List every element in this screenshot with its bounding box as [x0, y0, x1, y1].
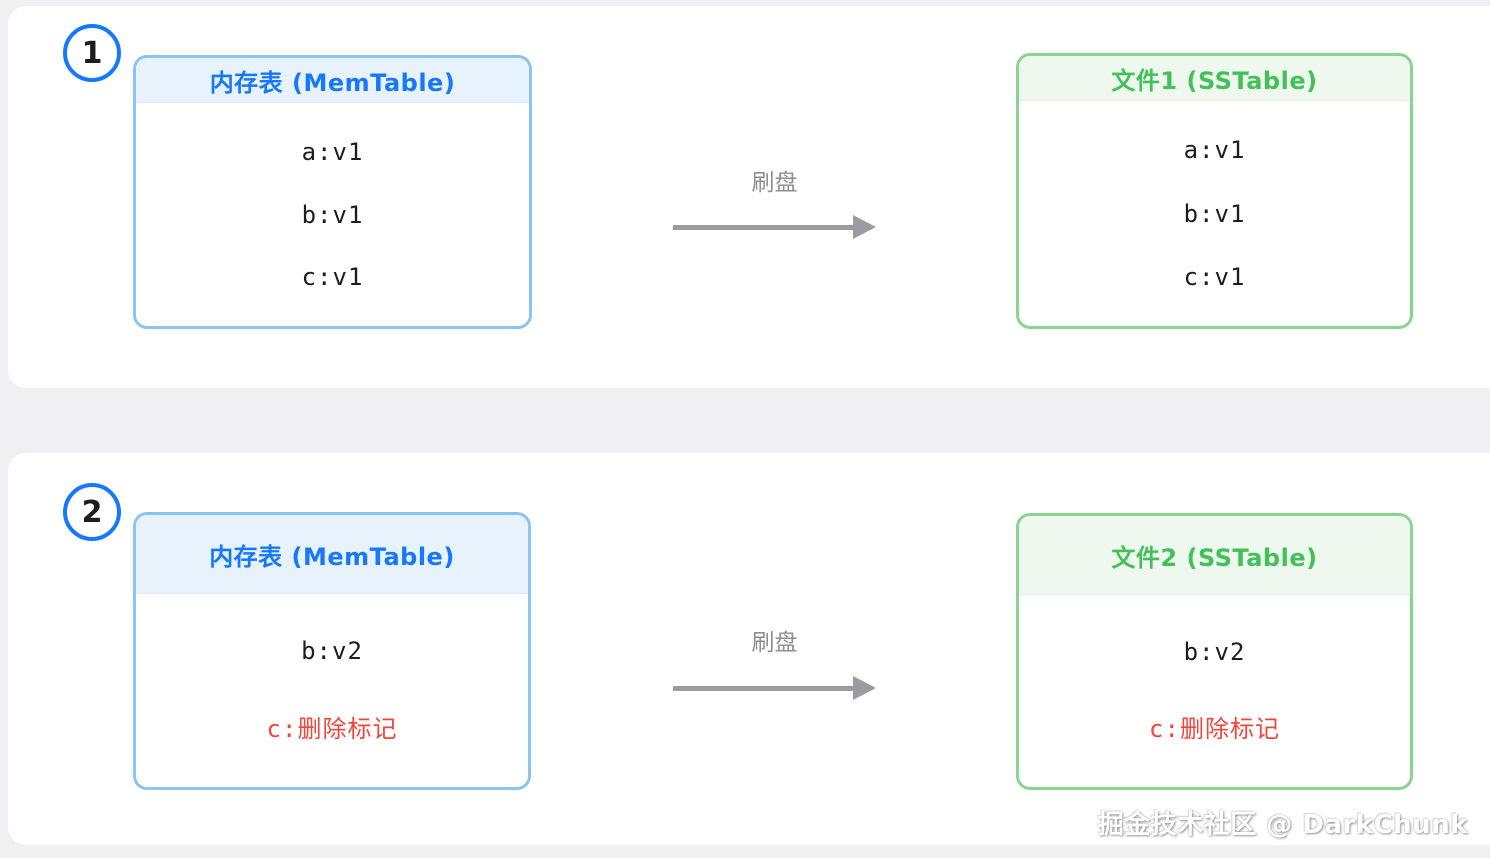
- flush-arrow: 刷盘: [673, 628, 876, 700]
- kv-entry: b:v2: [1183, 638, 1246, 666]
- memtable-entries: b:v2 c:删除标记: [136, 594, 528, 787]
- step-number-badge: 2: [63, 483, 121, 541]
- arrowhead-icon: [853, 676, 876, 700]
- arrow-shaft: [673, 685, 853, 691]
- step-2-panel: 2 内存表 (MemTable) b:v2 c:删除标记 刷盘 文件2 (SST…: [8, 453, 1490, 845]
- arrow-right-icon: [673, 676, 876, 700]
- sstable-entries: a:v1 b:v1 c:v1: [1019, 101, 1410, 326]
- flush-arrow-label: 刷盘: [751, 170, 798, 196]
- memtable-box: 内存表 (MemTable) b:v2 c:删除标记: [133, 512, 531, 790]
- deleted-kv-entry: c:删除标记: [1149, 715, 1280, 743]
- sstable-entries: b:v2 c:删除标记: [1019, 595, 1410, 787]
- sstable-box: 文件2 (SSTable) b:v2 c:删除标记: [1016, 513, 1413, 790]
- watermark: 掘金技术社区 @ DarkChunk: [1097, 810, 1468, 840]
- step-number-badge: 1: [63, 24, 121, 82]
- arrowhead-icon: [853, 215, 876, 239]
- memtable-entries: a:v1 b:v1 c:v1: [136, 103, 529, 326]
- kv-entry: b:v2: [301, 637, 363, 666]
- arrow-shaft: [673, 224, 853, 230]
- flush-arrow: 刷盘: [673, 168, 876, 239]
- memtable-title: 内存表 (MemTable): [136, 58, 529, 103]
- sstable-title: 文件2 (SSTable): [1019, 516, 1410, 595]
- deleted-kv-entry: c:删除标记: [266, 714, 398, 743]
- memtable-box: 内存表 (MemTable) a:v1 b:v1 c:v1: [133, 55, 532, 329]
- kv-entry: b:v1: [1183, 199, 1246, 228]
- kv-entry: a:v1: [1183, 136, 1246, 165]
- memtable-title: 内存表 (MemTable): [136, 515, 528, 594]
- flush-arrow-label: 刷盘: [751, 630, 798, 656]
- kv-entry: a:v1: [301, 137, 364, 166]
- sstable-title: 文件1 (SSTable): [1019, 56, 1410, 101]
- sstable-box: 文件1 (SSTable) a:v1 b:v1 c:v1: [1016, 53, 1413, 329]
- step-1-panel: 1 内存表 (MemTable) a:v1 b:v1 c:v1 刷盘 文件1 (…: [8, 6, 1490, 388]
- kv-entry: c:v1: [1183, 262, 1246, 291]
- kv-entry: c:v1: [301, 263, 364, 292]
- kv-entry: b:v1: [301, 200, 364, 229]
- arrow-right-icon: [673, 215, 876, 239]
